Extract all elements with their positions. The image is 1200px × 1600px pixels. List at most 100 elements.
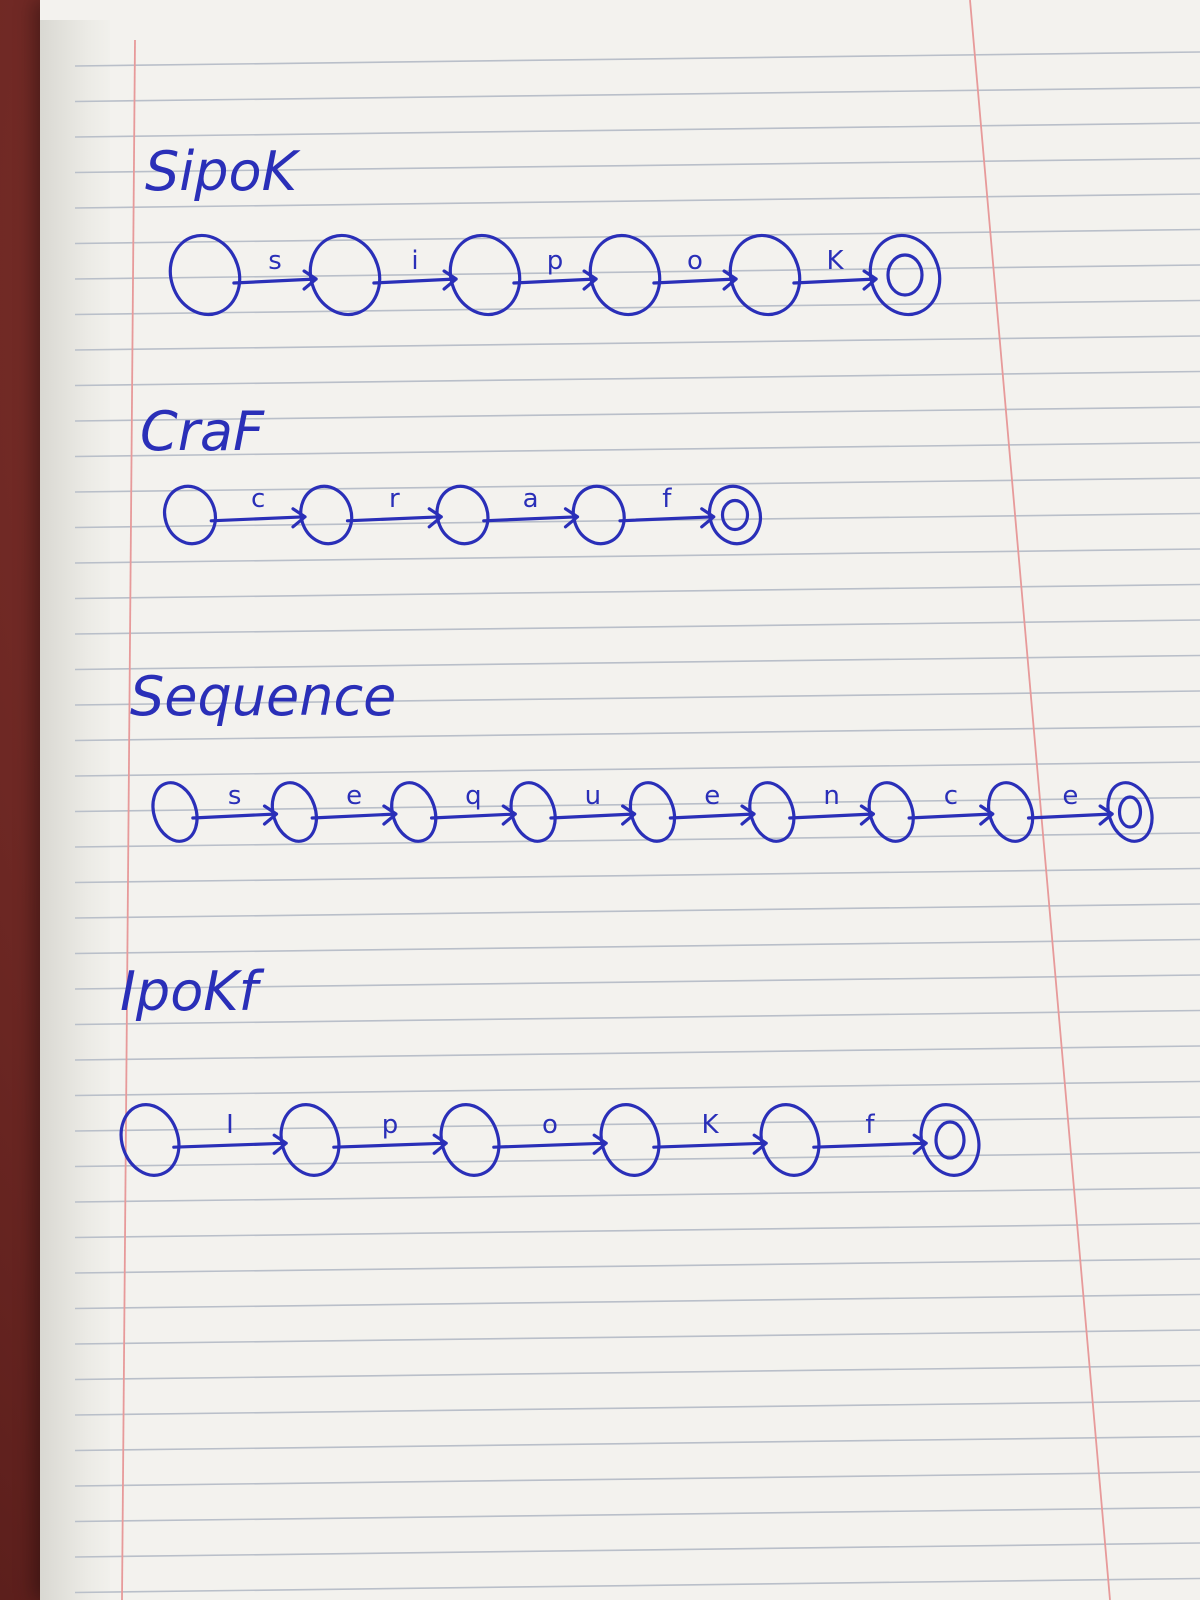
- ruled-line: [74, 335, 1200, 351]
- ruled-line: [74, 1506, 1200, 1523]
- final-state-outer: [919, 1103, 981, 1177]
- ruled-line: [74, 1471, 1200, 1487]
- page-edge-shadow: [40, 20, 110, 1600]
- margin-lines: [121, 0, 1111, 1600]
- transition-arrow: [232, 269, 318, 291]
- state: [151, 781, 199, 843]
- state: [509, 781, 557, 843]
- ruled-line: [74, 1293, 1200, 1310]
- diagram-word: IpoKf: [120, 960, 265, 1023]
- final-state-inner: [934, 1120, 966, 1160]
- ruled-line: [74, 1009, 1200, 1026]
- transition-arrow: [172, 1133, 288, 1155]
- diagram-word: Sequence: [130, 665, 396, 728]
- ruled-line: [74, 1187, 1200, 1203]
- ruled-line: [74, 51, 1200, 67]
- ruled-line: [74, 1400, 1200, 1416]
- ruled-line: [74, 264, 1200, 280]
- ruled-line: [74, 157, 1200, 174]
- state: [867, 781, 915, 843]
- state: [588, 233, 662, 317]
- transition-arrow: [372, 269, 458, 291]
- ruled-line: [74, 903, 1200, 919]
- state: [270, 781, 318, 843]
- final-state-outer: [1106, 781, 1154, 843]
- ruled-line: [74, 406, 1200, 422]
- transition-label: f: [662, 484, 672, 514]
- state: [748, 781, 796, 843]
- transition-arrow: [209, 507, 307, 529]
- transition-arrow: [792, 269, 878, 291]
- transition-label: p: [382, 1110, 399, 1140]
- ruled-line: [74, 1045, 1200, 1061]
- state: [628, 781, 677, 843]
- transition-label: e: [704, 781, 720, 811]
- ruled-line: [74, 796, 1200, 813]
- ruled-line: [74, 1542, 1200, 1558]
- ruled-line: [74, 193, 1200, 209]
- state: [759, 1103, 821, 1177]
- ruled-line: [74, 477, 1200, 493]
- ruled-line: [74, 122, 1200, 138]
- transition-arrow: [907, 804, 995, 826]
- transition-label: i: [411, 246, 418, 276]
- final-state-inner: [1117, 795, 1143, 829]
- transition-label: e: [346, 781, 362, 811]
- ruled-line: [74, 832, 1200, 848]
- ruled-line: [74, 86, 1200, 103]
- ruled-line: [74, 654, 1200, 671]
- transition-arrow: [549, 804, 637, 826]
- transition-label: a: [523, 484, 539, 514]
- state: [435, 484, 490, 546]
- ruled-line: [74, 690, 1200, 706]
- state: [439, 1103, 501, 1177]
- transition-label: q: [465, 781, 482, 811]
- ruled-line: [74, 1435, 1200, 1452]
- ruled-line: [74, 299, 1200, 316]
- ruled-line: [74, 938, 1200, 955]
- transition-arrow: [430, 804, 517, 826]
- transition-label: e: [1062, 781, 1078, 811]
- state: [728, 233, 802, 317]
- diagram-word: CraF: [140, 400, 265, 463]
- ruled-line: [74, 867, 1200, 884]
- automaton-diagram-2: CraF c r a f: [140, 400, 763, 546]
- transition-arrow: [1026, 804, 1114, 826]
- transition-label: c: [944, 781, 958, 811]
- ruled-line: [74, 974, 1200, 990]
- state: [162, 484, 218, 546]
- final-state-outer: [707, 484, 763, 546]
- state: [987, 781, 1035, 843]
- margin-line: [121, 39, 136, 1600]
- state: [448, 233, 522, 317]
- transition-arrow: [492, 1133, 608, 1155]
- final-state-inner: [886, 253, 924, 297]
- transition-label: I: [226, 1110, 234, 1140]
- ruled-line: [74, 1222, 1200, 1239]
- ruled-line: [74, 441, 1200, 458]
- ruled-line: [74, 619, 1200, 635]
- transition-label: c: [251, 484, 265, 514]
- transition-arrow: [332, 1133, 448, 1155]
- transition-label: o: [542, 1110, 558, 1140]
- transition-label: K: [701, 1110, 719, 1140]
- transition-label: u: [585, 781, 601, 811]
- transition-label: r: [389, 484, 400, 514]
- transition-arrow: [310, 804, 398, 826]
- transition-label: p: [547, 246, 564, 276]
- final-state-inner: [720, 498, 750, 532]
- margin-line: [969, 0, 1111, 1600]
- ruled-line: [74, 1364, 1200, 1381]
- transition-label: s: [228, 781, 242, 811]
- transition-arrow: [618, 507, 716, 529]
- ruled-line: [74, 1080, 1200, 1097]
- ruled-line: [74, 228, 1200, 245]
